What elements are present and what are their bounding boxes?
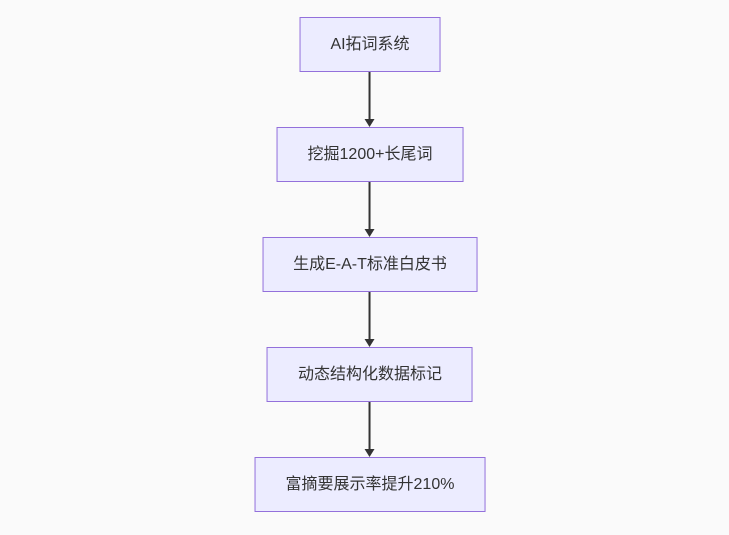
flow-arrow-4 bbox=[360, 402, 380, 457]
arrowhead-down-icon bbox=[365, 449, 375, 457]
arrowhead-down-icon bbox=[365, 119, 375, 127]
flow-arrow-2 bbox=[360, 182, 380, 237]
arrowhead-down-icon bbox=[365, 229, 375, 237]
flow-node-longtail-mining: 挖掘1200+长尾词 bbox=[276, 127, 464, 182]
flow-node-label: 生成E-A-T标准白皮书 bbox=[293, 256, 447, 273]
flowchart-column: AI拓词系统 挖掘1200+长尾词 生成E-A-T标准白皮书 动态结构化数据标记 bbox=[254, 17, 486, 512]
flow-arrow-1 bbox=[360, 72, 380, 127]
arrow-line bbox=[369, 292, 371, 339]
flow-node-eat-whitepaper: 生成E-A-T标准白皮书 bbox=[262, 237, 478, 292]
arrow-line bbox=[369, 182, 371, 229]
flow-node-structured-data: 动态结构化数据标记 bbox=[266, 347, 473, 402]
flow-node-label: 富摘要展示率提升210% bbox=[285, 476, 455, 493]
arrow-line bbox=[369, 402, 371, 449]
flow-node-ai-system: AI拓词系统 bbox=[299, 17, 441, 72]
flow-node-label: AI拓词系统 bbox=[330, 36, 410, 53]
arrow-line bbox=[369, 72, 371, 119]
flow-node-label: 挖掘1200+长尾词 bbox=[307, 146, 433, 163]
flow-node-rich-snippet-result: 富摘要展示率提升210% bbox=[254, 457, 486, 512]
arrowhead-down-icon bbox=[365, 339, 375, 347]
flow-node-label: 动态结构化数据标记 bbox=[297, 366, 442, 383]
flow-arrow-3 bbox=[360, 292, 380, 347]
